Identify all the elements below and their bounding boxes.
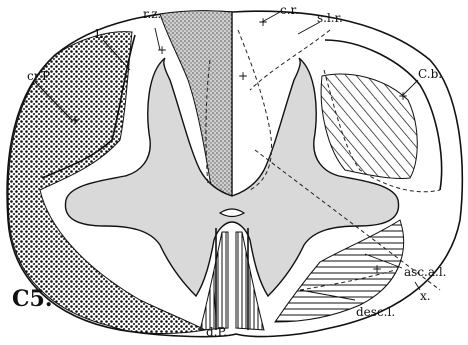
marker-plus: +: [398, 89, 408, 103]
marker-plus: +: [157, 43, 167, 57]
label-dP: d.P.: [206, 325, 227, 339]
label-x: x.: [420, 289, 431, 303]
label-crP: cr.P: [27, 69, 50, 83]
marker-plus: +: [70, 113, 80, 127]
marker-plus: +: [238, 69, 248, 83]
section-label: C5.: [12, 286, 52, 312]
marker-plus: +: [372, 262, 382, 276]
label-asc: asc.a.l.: [404, 265, 446, 279]
label-L: L.: [95, 27, 107, 41]
label-rz: r.z.: [143, 7, 161, 21]
marker-plus: +: [258, 15, 268, 29]
label-Cb: C.b.: [418, 67, 442, 81]
label-desc: desc.l.: [356, 305, 395, 319]
dashed-boundary-2: [250, 30, 330, 90]
label-slr: s.l.r.: [317, 11, 343, 25]
label-cr: c.r.: [280, 3, 299, 17]
